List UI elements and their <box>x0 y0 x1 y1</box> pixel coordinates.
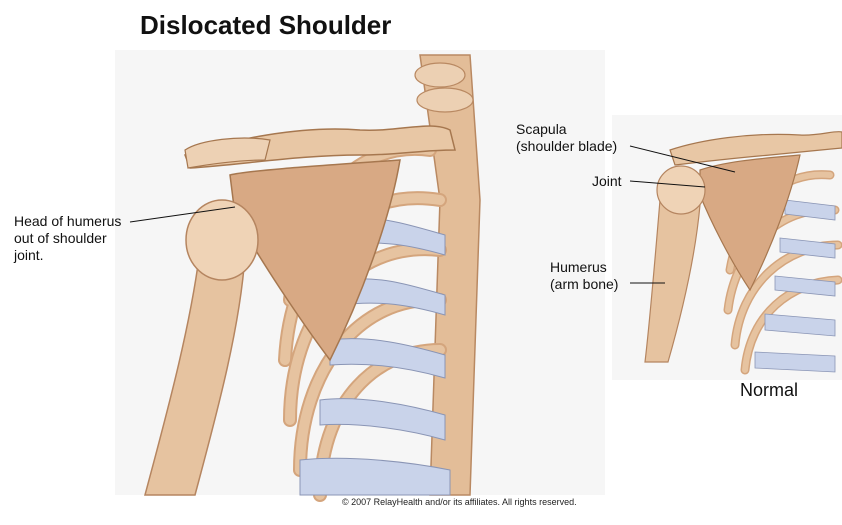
label-joint: Joint <box>592 173 622 190</box>
label-humerus-head: Head of humerus out of shoulder joint. <box>14 213 121 264</box>
label-line: joint. <box>14 247 121 264</box>
label-line: Head of humerus <box>14 213 121 230</box>
humerus-head-normal <box>657 166 705 214</box>
label-line: Scapula <box>516 121 617 138</box>
label-line: (arm bone) <box>550 276 618 293</box>
label-line: out of shoulder <box>14 230 121 247</box>
label-line: Humerus <box>550 259 618 276</box>
label-scapula: Scapula (shoulder blade) <box>516 121 617 155</box>
caption-normal: Normal <box>740 380 798 401</box>
label-humerus: Humerus (arm bone) <box>550 259 618 293</box>
vertebra <box>417 88 473 112</box>
vertebra <box>415 63 465 87</box>
page-title: Dislocated Shoulder <box>140 10 391 41</box>
label-line: (shoulder blade) <box>516 138 617 155</box>
copyright-notice: © 2007 RelayHealth and/or its affiliates… <box>342 497 577 507</box>
